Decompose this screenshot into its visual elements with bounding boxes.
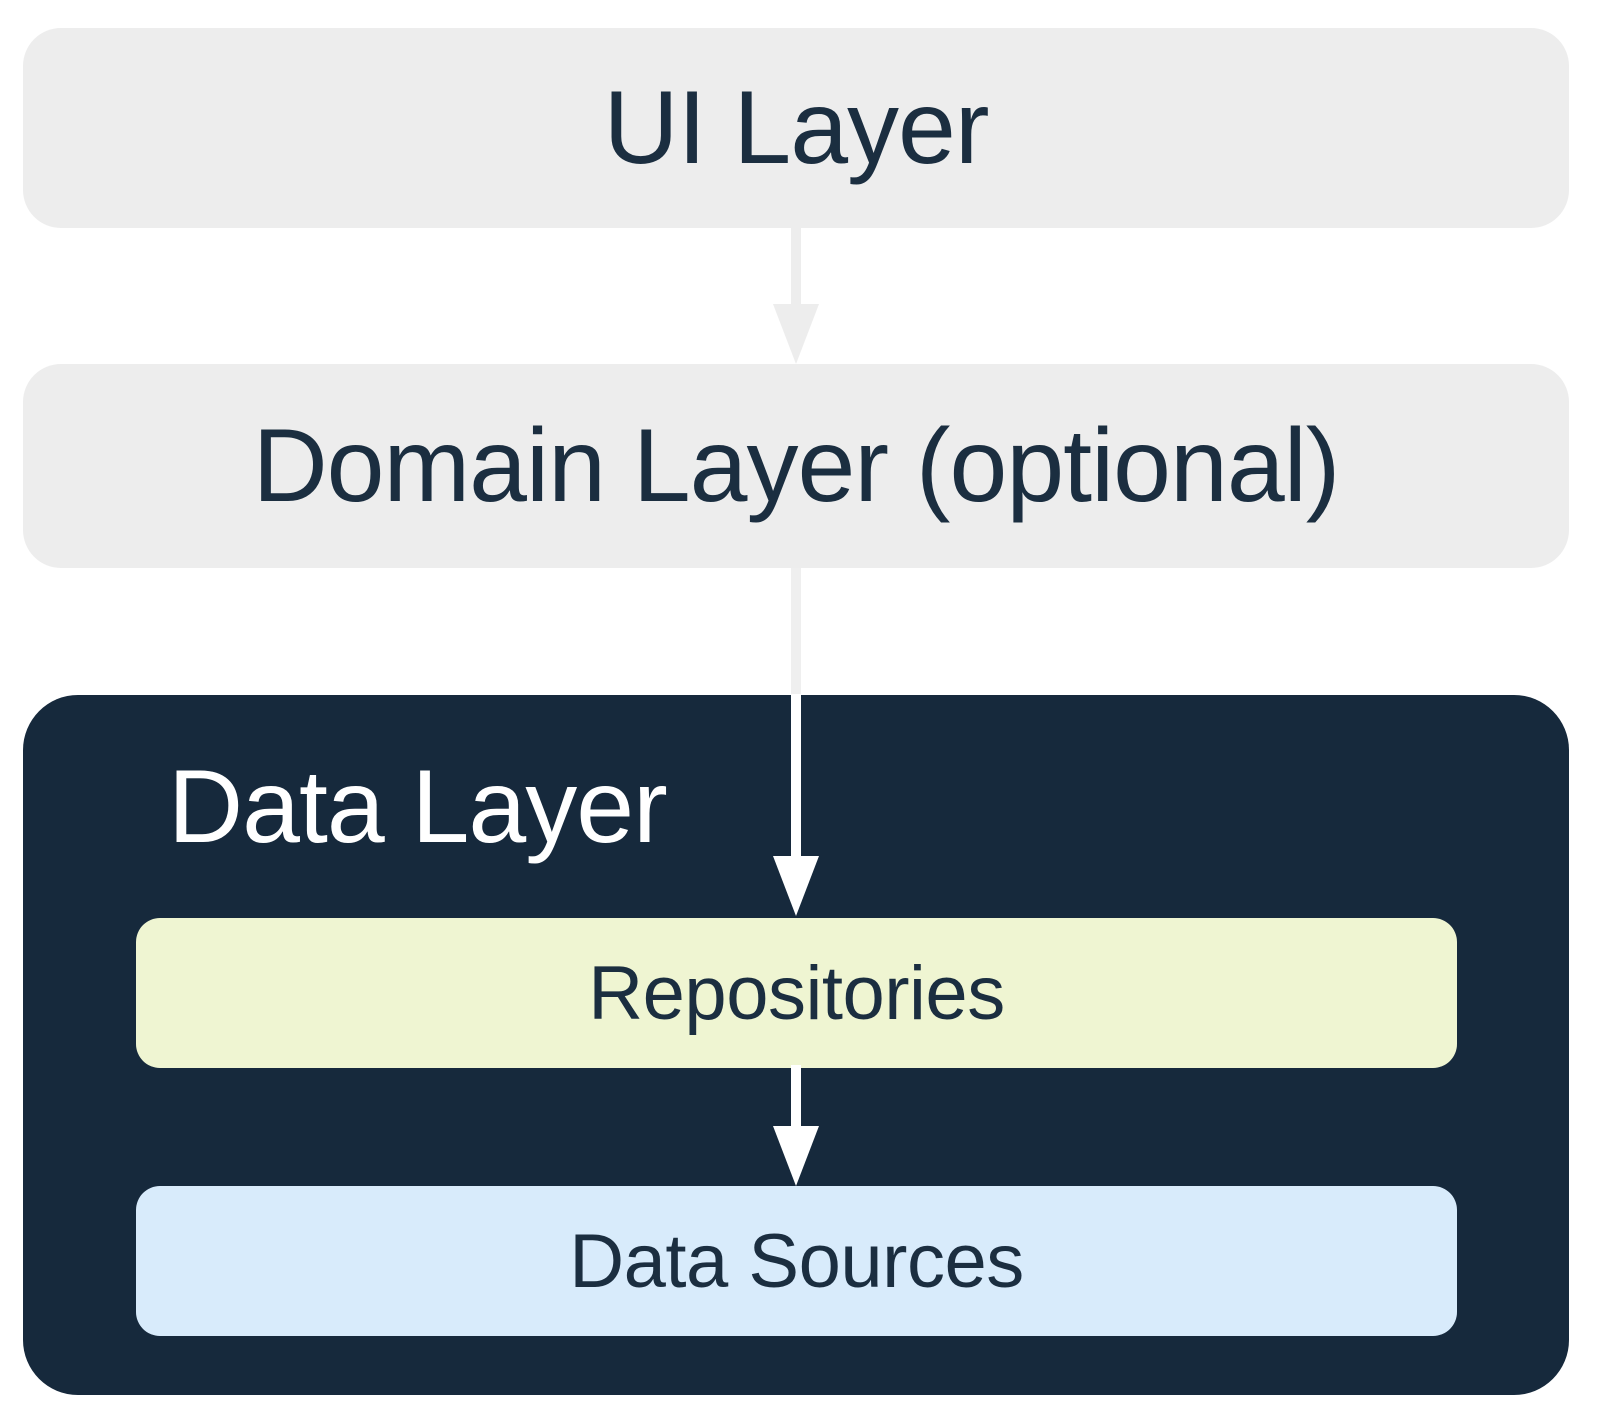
data-layer-label: Data Layer: [168, 749, 668, 865]
repositories-label: Repositories: [588, 950, 1005, 1036]
repositories-box: Repositories: [136, 918, 1457, 1068]
arrow-domain-to-repositories-shaft-upper: [791, 568, 801, 696]
arrow-domain-to-repositories-shaft-lower: [791, 694, 801, 858]
domain-layer-box: Domain Layer (optional): [23, 364, 1569, 568]
data-sources-box: Data Sources: [136, 1186, 1457, 1336]
arrow-ui-to-domain-shaft: [791, 228, 801, 305]
ui-layer-box: UI Layer: [23, 28, 1569, 228]
arrow-repositories-to-data-sources-head-icon: [773, 1126, 819, 1186]
data-sources-label: Data Sources: [569, 1218, 1024, 1304]
arrow-repositories-to-data-sources-shaft: [791, 1065, 801, 1127]
arrow-ui-to-domain-head-icon: [773, 304, 819, 364]
domain-layer-label: Domain Layer (optional): [252, 407, 1341, 524]
arrow-domain-to-repositories-head-icon: [773, 856, 819, 916]
ui-layer-label: UI Layer: [603, 69, 989, 186]
